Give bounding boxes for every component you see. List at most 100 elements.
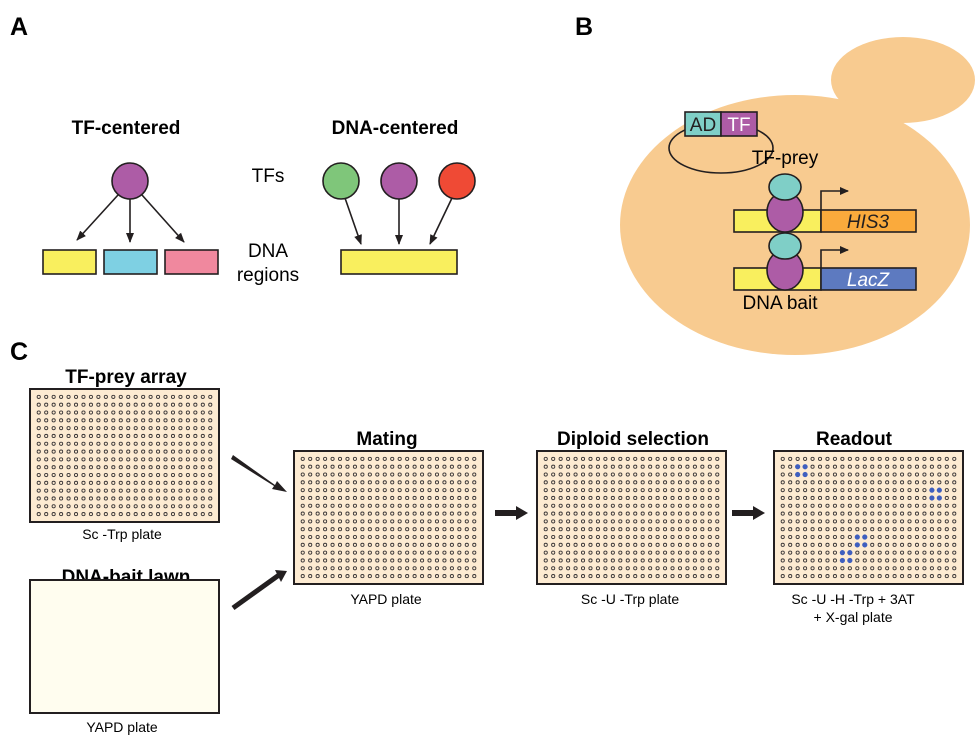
colony-spot [640,480,645,485]
colony-spot [337,472,343,477]
colony-spot [156,433,161,439]
colony-spot [81,512,86,517]
colony-spot [877,574,882,579]
colony-spot [603,488,608,493]
colony-spot [472,534,477,540]
colony-spot [111,418,116,423]
colony-spot [618,488,623,493]
colony-spot [907,480,912,485]
colony-spot [51,402,56,407]
colony-spot [640,503,645,508]
colony-spot [870,480,875,485]
colony-spot [66,488,71,493]
colony-spot [449,472,454,477]
colony-spot [588,519,593,524]
colony-spot [81,418,86,423]
colony-spot [73,465,79,470]
colony-spot [397,480,402,485]
colony-spot [780,542,785,547]
colony-spot [390,542,395,547]
colony-spot [442,511,447,516]
colony-spot [420,456,425,461]
colony-spot [648,542,653,547]
colony-spot [315,511,320,516]
colony-spot [610,495,615,501]
colony-spot [208,402,213,407]
colony-spot [464,488,469,493]
colony-spot [810,511,815,516]
colony-spot [323,495,328,501]
colony-spot [382,488,387,493]
colony-spot [156,410,161,415]
colony-spot [126,418,131,423]
colony-spot [952,456,957,461]
colony-spot [832,527,837,532]
colony-spot [707,464,712,469]
colony-spot [375,511,380,516]
colony-spot [700,542,705,547]
colony-spot [633,480,638,485]
colony-spot [922,574,927,579]
colony-spot [36,465,41,470]
colony-spot [427,558,432,563]
colony-spot [81,410,86,415]
colony-spot [163,449,168,454]
colony-spot [66,472,71,478]
colony-spot [685,574,690,579]
colony-spot [337,495,343,501]
colony-spot [103,496,108,501]
yeast-bud [831,37,975,123]
colony-spot [780,464,785,469]
colony-spot [397,488,402,493]
colony-spot [337,503,343,508]
colony-spot [595,558,600,563]
colony-spot [308,503,313,508]
colony-spot [640,574,645,579]
colony-spot [345,488,350,493]
colony-spot [870,550,875,555]
colony-spot [73,394,79,399]
colony-spot [655,495,660,501]
colony-spot [315,542,320,547]
colony-spot [148,402,153,407]
colony-spot [892,472,897,477]
colony-spot [610,574,615,579]
colony-spot [442,566,447,571]
colony-spot [663,480,668,485]
colony-spot [670,511,675,516]
colony-spot [700,472,705,477]
colony-spot [817,456,823,461]
colony-spot [81,449,86,454]
colony-spot [588,574,593,579]
colony-spot [810,519,815,524]
colony-spot [810,456,815,461]
colony-spot [780,558,785,563]
colony-spot [44,418,49,423]
colony-spot [308,550,313,555]
colony-spot [803,558,808,563]
colony-spot [937,574,942,579]
colony-spot [360,511,365,516]
colony-spot [126,488,131,493]
colony-spot [367,495,372,501]
colony-spot [543,558,548,563]
colony-spot [685,566,690,571]
colony-spot [200,402,205,407]
colony-spot [337,519,343,524]
colony-spot [133,504,138,509]
colony-spot [330,542,335,547]
colony-spot [345,464,350,469]
colony-spot [141,512,146,517]
colony-spot [840,503,845,508]
colony-spot [427,472,432,477]
colony-spot [330,495,335,501]
colony-spot [315,480,320,485]
colony-spot [922,472,927,477]
colony-spot [457,527,462,532]
colony-spot [817,550,823,555]
colony-spot [840,534,845,540]
colony-spot [715,519,720,524]
colony-spot [588,534,593,540]
colony-spot [885,550,890,555]
colony-spot [788,542,793,547]
